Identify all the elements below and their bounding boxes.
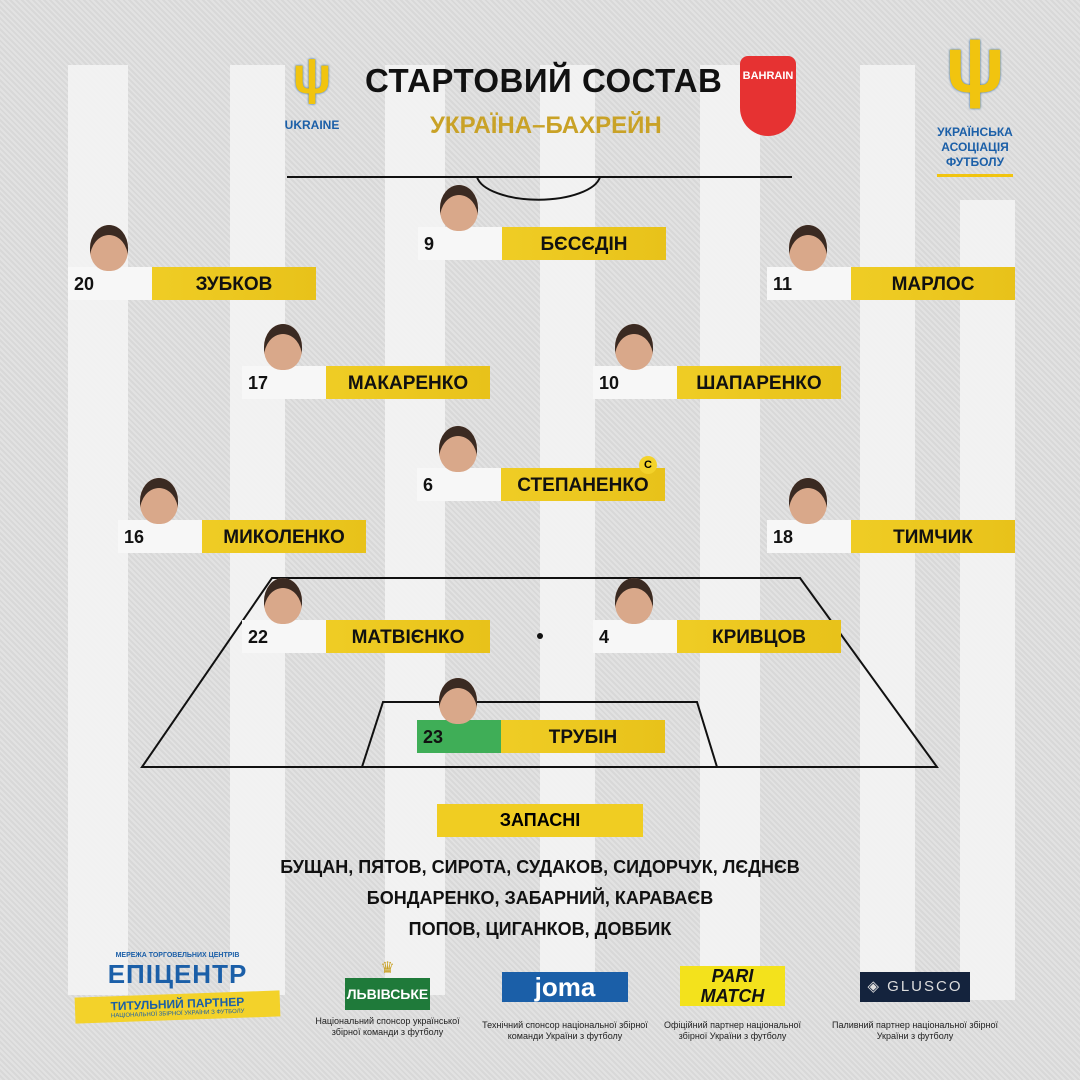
- bg-letter-stroke: [540, 65, 595, 995]
- sponsor-parimatch: PARI MATCH Офіційний партнер національно…: [664, 966, 801, 1041]
- match-title: УКРАЇНА–БАХРЕЙН: [430, 112, 662, 139]
- player-photo: [140, 478, 178, 524]
- sponsor-joma: joma Технічний спонсор національної збір…: [482, 972, 648, 1041]
- captain-badge: C: [639, 456, 657, 474]
- bg-letter-stroke: [385, 65, 445, 995]
- player-photo: [440, 185, 478, 231]
- substitutes-line: ПОПОВ, ЦИГАНКОВ, ДОВБИК: [408, 919, 672, 939]
- bg-letter-stroke: [960, 200, 1015, 1000]
- substitutes-line: БУЩАН, ПЯТОВ, СИРОТА, СУДАКОВ, СИДОРЧУК,…: [280, 857, 800, 877]
- bahrain-crest: BAHRAIN: [740, 56, 796, 136]
- player-photo: [439, 678, 477, 724]
- player-photo: [439, 426, 477, 472]
- player-photo: [789, 225, 827, 271]
- substitutes-label: ЗАПАСНІ: [437, 804, 643, 837]
- sponsor-epicentr: МЕРЕЖА ТОРГОВЕЛЬНИХ ЦЕНТРІВ ЕПІЦЕНТР ТИТ…: [70, 952, 285, 1024]
- player-photo: [90, 225, 128, 271]
- crown-icon: ♛: [380, 960, 395, 977]
- ukraine-crest: ψ UKRAINE: [282, 50, 342, 132]
- substitutes-line: БОНДАРЕНКО, ЗАБАРНИЙ, КАРАВАЄВ: [366, 888, 714, 908]
- sponsor-lvivske: ♛ ЛЬВІВСЬКЕ Національний спонсор українс…: [305, 958, 470, 1038]
- player-photo: [264, 578, 302, 624]
- trident-icon: ψ: [292, 47, 332, 105]
- player-photo: [615, 578, 653, 624]
- player-photo: [264, 324, 302, 370]
- trident-icon: ψ: [944, 20, 1006, 109]
- player-photo: [615, 324, 653, 370]
- bg-letter-stroke: [700, 65, 760, 995]
- player-photo: [789, 478, 827, 524]
- sponsor-glusco: ◈ GLUSCO Паливний партнер національної з…: [820, 972, 1010, 1042]
- page-title: СТАРТОВИЙ СОСТАВ: [365, 62, 723, 99]
